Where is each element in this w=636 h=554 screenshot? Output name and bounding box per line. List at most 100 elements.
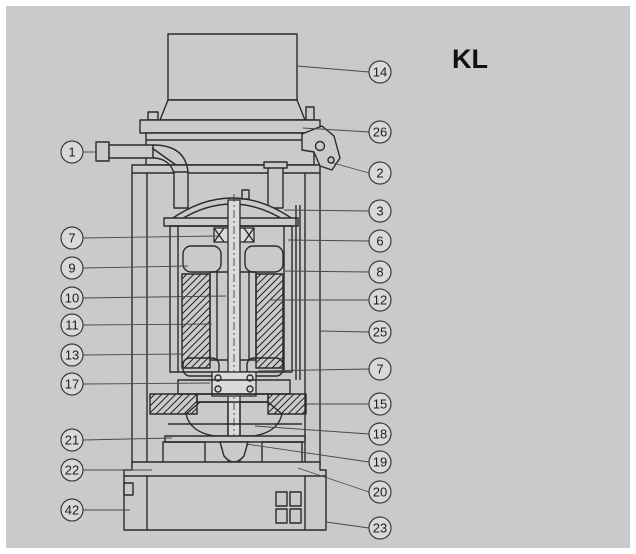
callout-circle [368, 161, 392, 185]
leader-line [283, 270, 370, 273]
leader-line [302, 127, 370, 133]
hatch-line [271, 356, 284, 369]
hatch-line [162, 393, 184, 415]
callout-circle [60, 313, 84, 337]
callout-number: 25 [373, 325, 387, 340]
callout-circle [368, 450, 392, 474]
hatch-line [255, 293, 284, 322]
callout-number: 10 [65, 291, 79, 306]
cable-tube-right [267, 165, 284, 209]
callout-number: 17 [65, 377, 79, 392]
hatch-line [155, 393, 177, 415]
part-callout: 26 [302, 120, 392, 144]
part-callout: 21 [60, 428, 173, 452]
callout-number: 1 [68, 145, 75, 160]
base-bolt [123, 482, 134, 496]
part-callout: 8 [283, 260, 392, 284]
strainer-slot [275, 491, 288, 507]
part-callout: 2 [332, 161, 392, 185]
pipe-brace [151, 147, 177, 166]
hatch-line [255, 314, 284, 343]
hatch-line [190, 407, 198, 415]
callout-number: 6 [376, 234, 383, 249]
callouts-right: 14 26 2 3 6 8 12 [245, 60, 392, 540]
hatch-line [181, 306, 211, 336]
flange-bolt [147, 111, 159, 121]
winding-top-left [182, 245, 222, 273]
callout-number: 13 [65, 348, 79, 363]
strainer-slot [275, 508, 288, 524]
leader-line [82, 323, 213, 326]
callout-circle [368, 516, 392, 540]
part-callout: 3 [283, 199, 392, 223]
part-callout: 1 [60, 140, 97, 164]
hatch-line [181, 278, 211, 308]
suction-plate [164, 435, 306, 443]
pipe-elbow-inner [152, 157, 175, 175]
leader-line [257, 368, 370, 372]
part-callout: 7 [60, 226, 219, 250]
pump-cover [196, 393, 269, 403]
hatch-line [204, 362, 211, 369]
housing-base [159, 99, 306, 121]
part-callout: 14 [296, 60, 392, 84]
flange-bolt [305, 106, 315, 121]
leader-line [297, 467, 370, 493]
callout-number: 8 [376, 265, 383, 280]
impeller-right [239, 401, 283, 437]
hatch-line [181, 273, 202, 294]
bearing-ball [214, 374, 222, 382]
hatch-line [287, 395, 307, 415]
callout-number: 2 [376, 166, 383, 181]
callout-circle [368, 357, 392, 381]
bearing-mark [213, 227, 225, 243]
hatching [149, 273, 307, 415]
callout-number: 9 [68, 261, 75, 276]
callout-circle [368, 320, 392, 344]
callout-circle [368, 229, 392, 253]
impeller-left [185, 401, 229, 437]
leader-line [82, 265, 189, 269]
callout-circle [60, 226, 84, 250]
hatch-line [181, 320, 211, 350]
winding-top-right [244, 245, 284, 273]
base-stand [123, 461, 327, 531]
callout-number: 42 [65, 503, 79, 518]
callout-number: 23 [373, 521, 387, 536]
bracket-bolt [314, 140, 326, 152]
hatch-line [169, 393, 191, 415]
callout-circle [60, 343, 84, 367]
leader-line [82, 353, 183, 356]
callout-number: 26 [373, 125, 387, 140]
hatch-line [183, 400, 198, 415]
hatch-line [149, 393, 170, 414]
cable-tube-left [173, 171, 189, 209]
leader-line [287, 239, 370, 242]
hatch-line [255, 286, 284, 315]
leader-line [82, 382, 211, 385]
callout-circle [60, 286, 84, 310]
hatch-line [294, 402, 307, 415]
part-callout: 13 [60, 343, 183, 367]
leader-line [254, 425, 370, 435]
strainer-slot [289, 491, 302, 507]
hatch-line [181, 299, 211, 329]
callout-circle [60, 458, 84, 482]
leader-line [319, 330, 370, 333]
hatch-line [181, 285, 211, 315]
callout-circle [368, 120, 392, 144]
callout-circle [368, 260, 392, 284]
part-callout: 17 [60, 372, 211, 396]
diagram-panel [6, 6, 630, 548]
pump-cross-section [95, 33, 341, 531]
bearing-ball [246, 385, 254, 393]
leader-line [245, 443, 370, 463]
leader-line [296, 65, 370, 73]
callout-number: 21 [65, 433, 79, 448]
part-callout: 23 [325, 516, 392, 540]
inlet-pipe [108, 144, 154, 159]
callout-circle [368, 60, 392, 84]
hatch-line [280, 393, 302, 415]
top-cover [145, 132, 315, 166]
